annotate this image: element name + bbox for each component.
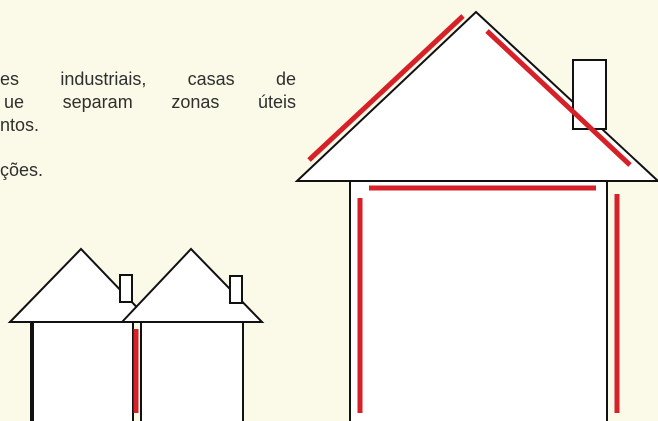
small-house-right-chimney [229, 275, 243, 304]
body-text-line-3: ntos. [0, 115, 40, 135]
large-house-body [349, 180, 608, 421]
small-house-left-chimney [119, 274, 133, 303]
small-house-right-wall [140, 321, 244, 421]
large-house [294, 10, 658, 421]
body-text-line-2: ue separam zonas úteis [4, 92, 296, 112]
body-text-line-1: es industriais, casas de [0, 69, 296, 89]
small-house-left-wall [30, 321, 134, 421]
small-house-left [7, 247, 154, 421]
roof-left-highlight [307, 14, 465, 162]
roof-right-highlight [485, 29, 632, 167]
body-text-block: es industriais, casas de ue separam zona… [0, 68, 296, 182]
small-house-right [119, 247, 265, 421]
body-text-line-4: ções. [0, 160, 44, 180]
